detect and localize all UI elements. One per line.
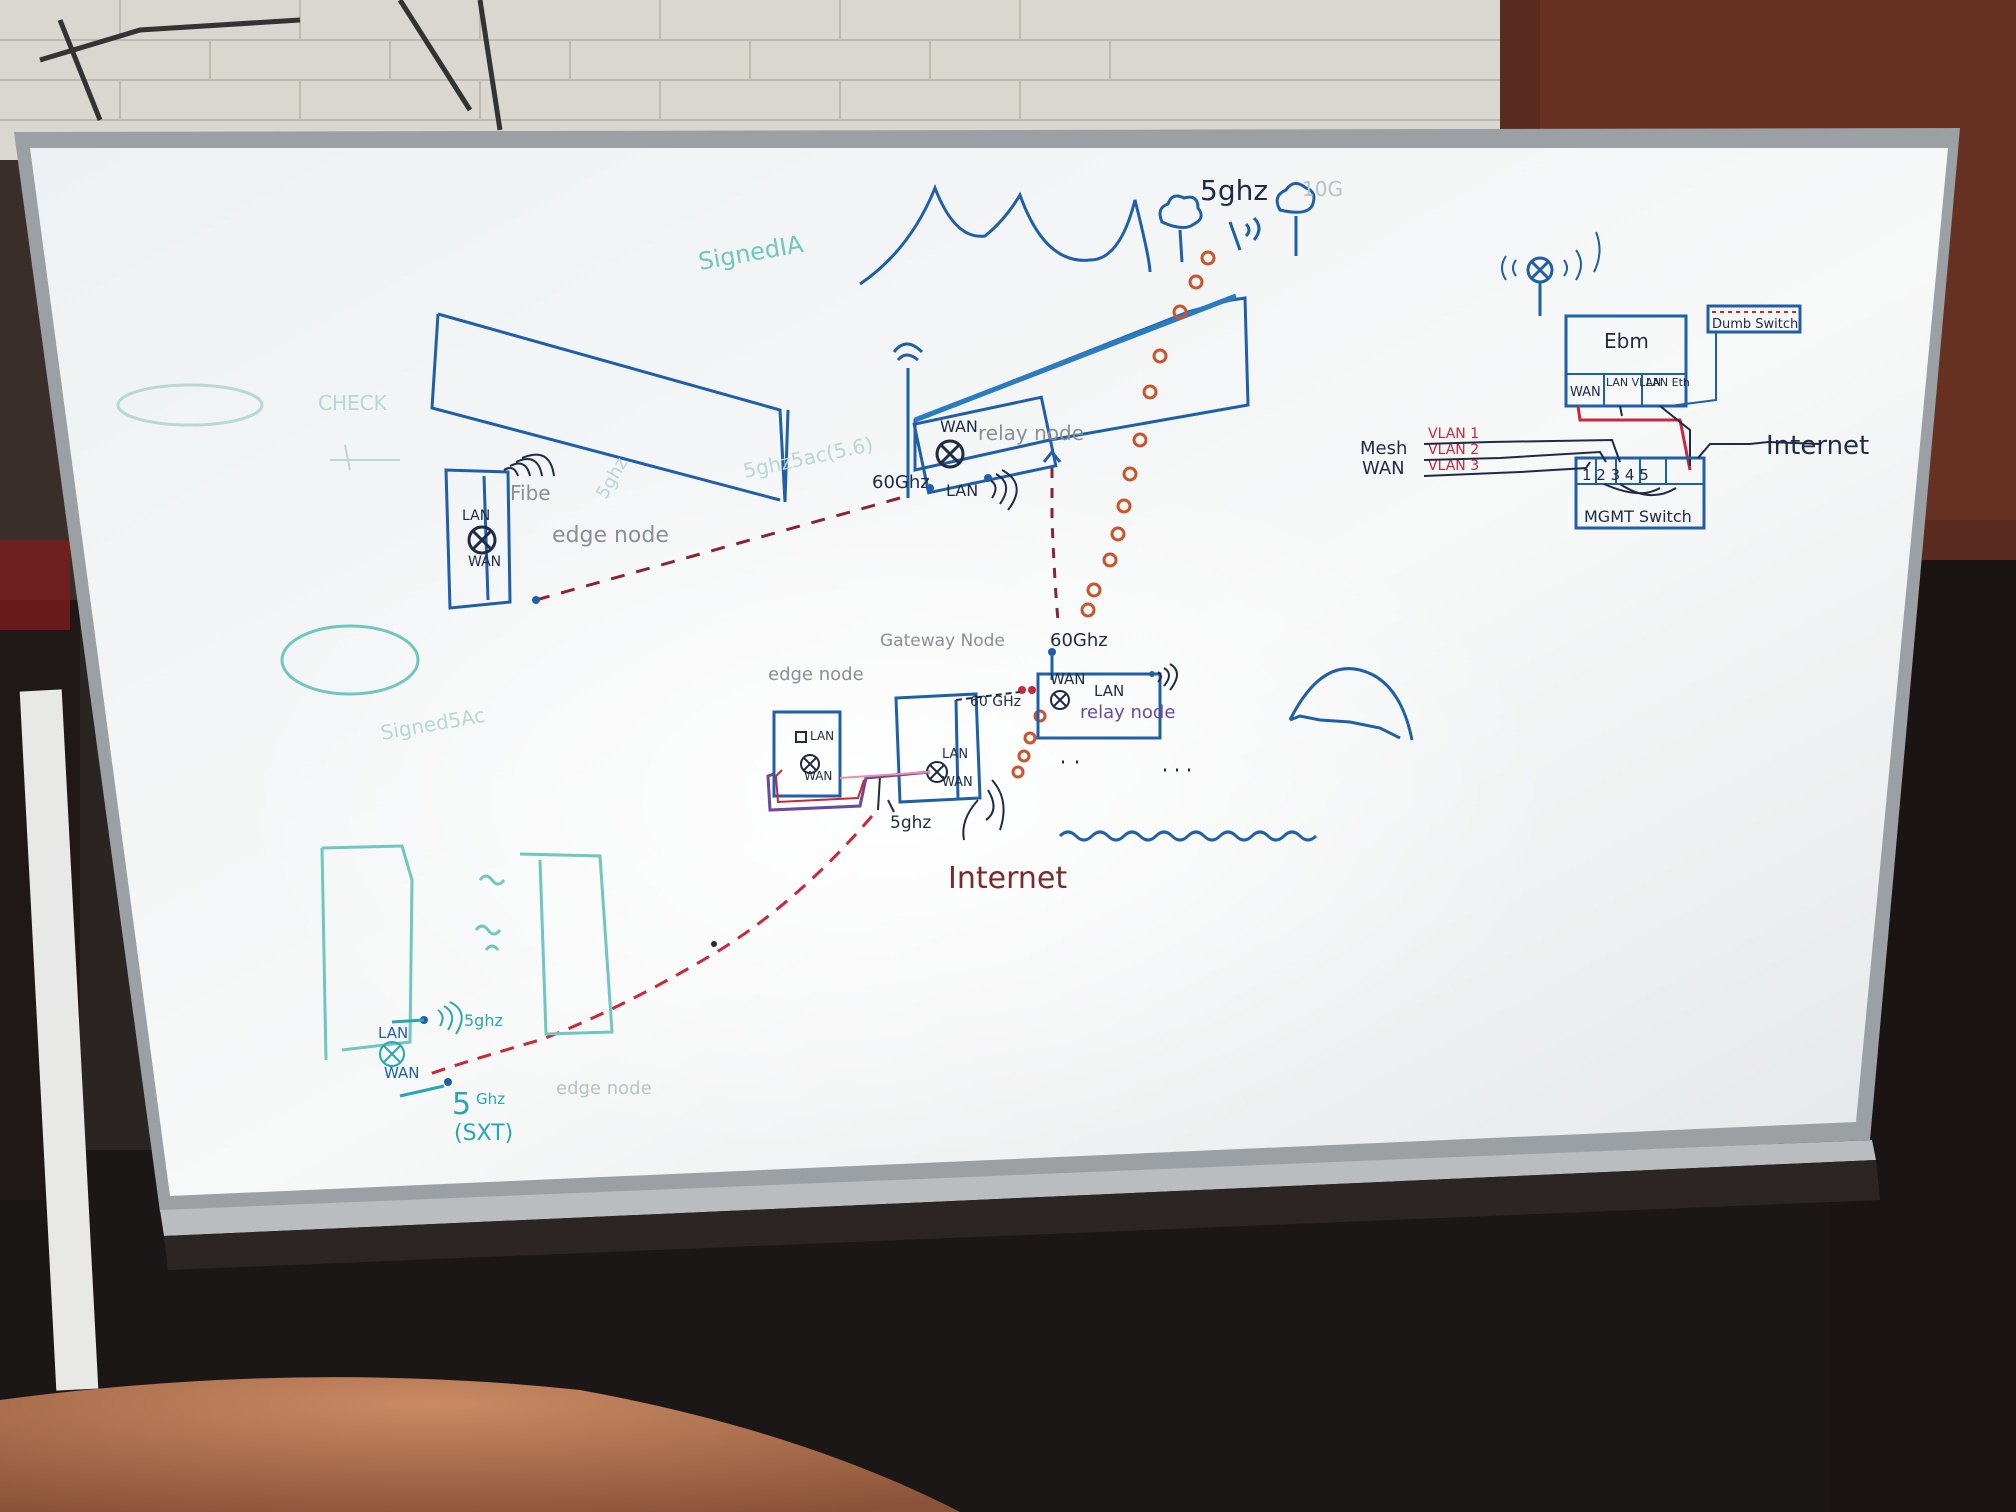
ebm-title-label: Ebm bbox=[1604, 329, 1649, 353]
sky-antenna bbox=[1228, 216, 1261, 251]
5ghz-hop-chain bbox=[1011, 250, 1216, 779]
bottom-sxt-label: (SXT) bbox=[454, 1121, 513, 1146]
edge2-lan-label: LAN bbox=[810, 729, 834, 743]
hill-right bbox=[1288, 667, 1414, 741]
network-rack: Ebm WAN LAN VLAN LAN Eth Dumb Switch 1 2… bbox=[1360, 231, 1869, 530]
edge2-gw-cable bbox=[766, 770, 931, 812]
ebm-antenna-left-icon bbox=[1501, 255, 1517, 281]
edge-node-center: edge node LAN WAN bbox=[766, 664, 931, 812]
relay1-name-label: relay node bbox=[978, 421, 1084, 445]
top-right-faint-label: 10G bbox=[1302, 177, 1343, 201]
edge-node-left: LAN WAN Fibe edge node bbox=[444, 453, 669, 610]
ebm-lan-vlan-label: LAN VLAN bbox=[1606, 376, 1661, 389]
water-wave bbox=[1058, 830, 1318, 842]
relay2-waves-icon bbox=[1157, 663, 1178, 691]
relay2-name-label: relay node bbox=[1080, 702, 1175, 723]
bottom-edge-node: 5ghz LAN WAN 5 Ghz (SXT) edge node bbox=[378, 1001, 652, 1146]
bottom-router-x-icon bbox=[379, 1041, 405, 1067]
stand-leg bbox=[19, 689, 99, 1391]
vlan3-label: VLAN 3 bbox=[1428, 458, 1479, 474]
bottom-lan-label: LAN bbox=[378, 1024, 408, 1042]
vlan2-label: VLAN 2 bbox=[1428, 442, 1479, 458]
internet-right-label: Internet bbox=[1766, 431, 1869, 461]
relay2-wan-label: WAN bbox=[1050, 670, 1086, 688]
relay2-router-x-icon bbox=[1050, 690, 1070, 710]
edge1-name-label: edge node bbox=[552, 523, 669, 548]
check-label: CHECK bbox=[318, 391, 388, 415]
bottom-5ghz-big-sub-label: Ghz bbox=[476, 1090, 505, 1108]
relay1-antenna-icon bbox=[1042, 449, 1062, 463]
bottom-buildings bbox=[320, 844, 614, 1061]
bottom-wan-label: WAN bbox=[384, 1064, 420, 1082]
mountains bbox=[859, 183, 1152, 286]
edge1-router-x-icon bbox=[467, 525, 497, 555]
switch-ports-label: 1 2 3 4 5 bbox=[1582, 466, 1649, 484]
tree-right bbox=[1275, 182, 1316, 256]
tree-left bbox=[1158, 194, 1203, 263]
dumb-switch-label: Dumb Switch bbox=[1712, 317, 1798, 332]
relay1-60ghz-label: 60Ghz bbox=[872, 472, 930, 493]
mesh-label: Mesh bbox=[1360, 438, 1407, 459]
relay2-60ghz-label: 60Ghz bbox=[1050, 630, 1108, 651]
mgmt-switch-label: MGMT Switch bbox=[1584, 507, 1692, 526]
gw-60ghz-label: 60 GHz bbox=[970, 694, 1021, 710]
edge2-router-x-icon bbox=[800, 754, 820, 774]
bottom-5ghz-big-label: 5 bbox=[452, 1087, 471, 1122]
internet-center-label: Internet bbox=[948, 861, 1067, 896]
edge1-fiber-label: Fibe bbox=[510, 481, 551, 505]
wifi-waves-icon bbox=[892, 342, 924, 362]
dashed-link-relay-vertical bbox=[1050, 468, 1060, 621]
relay1-lan-label: LAN bbox=[946, 481, 978, 500]
marker-tray bbox=[160, 1140, 1876, 1236]
faint-arrow bbox=[330, 444, 400, 471]
chair-back bbox=[0, 1377, 960, 1512]
gw-lan-label: LAN bbox=[942, 747, 968, 762]
red-object bbox=[0, 540, 70, 630]
relay-node-center: 60Ghz WAN LAN relay node bbox=[1018, 630, 1190, 772]
dashed-link-gateway-bottom bbox=[429, 815, 874, 1076]
bottom-waves-icon bbox=[437, 1001, 463, 1035]
bottom-5ghz-small-label: 5ghz bbox=[464, 1011, 503, 1030]
gw-5ghz-label: 5ghz bbox=[890, 813, 931, 833]
vlan1-label: VLAN 1 bbox=[1428, 426, 1479, 442]
ebm-antenna-right-icon bbox=[1563, 231, 1601, 281]
faint-ellipse-top bbox=[116, 383, 264, 427]
relay-node-top: WAN LAN relay node 60Ghz bbox=[872, 342, 1084, 511]
board-glare bbox=[30, 148, 1948, 1196]
ebm-wan-label: WAN bbox=[1570, 385, 1601, 400]
wan-label: WAN bbox=[1362, 458, 1405, 479]
dashed-link-edge-top bbox=[535, 496, 901, 602]
bottom-edge-node-label: edge node bbox=[556, 1078, 652, 1099]
ebm-lan-eth-label: LAN Eth bbox=[1646, 376, 1690, 389]
board-bottom-rail bbox=[164, 1160, 1880, 1270]
relay1-lan-waves-icon bbox=[989, 469, 1018, 511]
gw-wan-label: WAN bbox=[942, 775, 973, 790]
edge2-title-label: edge node bbox=[768, 664, 864, 685]
router-x-icon bbox=[935, 439, 965, 469]
relay2-lan-label: LAN bbox=[1094, 682, 1124, 700]
edge2-wan-label: WAN bbox=[804, 769, 832, 783]
edge1-lan-label: LAN bbox=[462, 508, 490, 524]
gw-title-label: Gateway Node bbox=[880, 631, 1005, 651]
sky-5ghz-label: 5ghz bbox=[1200, 174, 1268, 207]
edge1-wan-label: WAN bbox=[468, 554, 501, 570]
faint-ellipse-left bbox=[280, 624, 420, 696]
relay1-wan-label: WAN bbox=[940, 417, 978, 436]
edge1-waves-icon bbox=[503, 453, 555, 477]
